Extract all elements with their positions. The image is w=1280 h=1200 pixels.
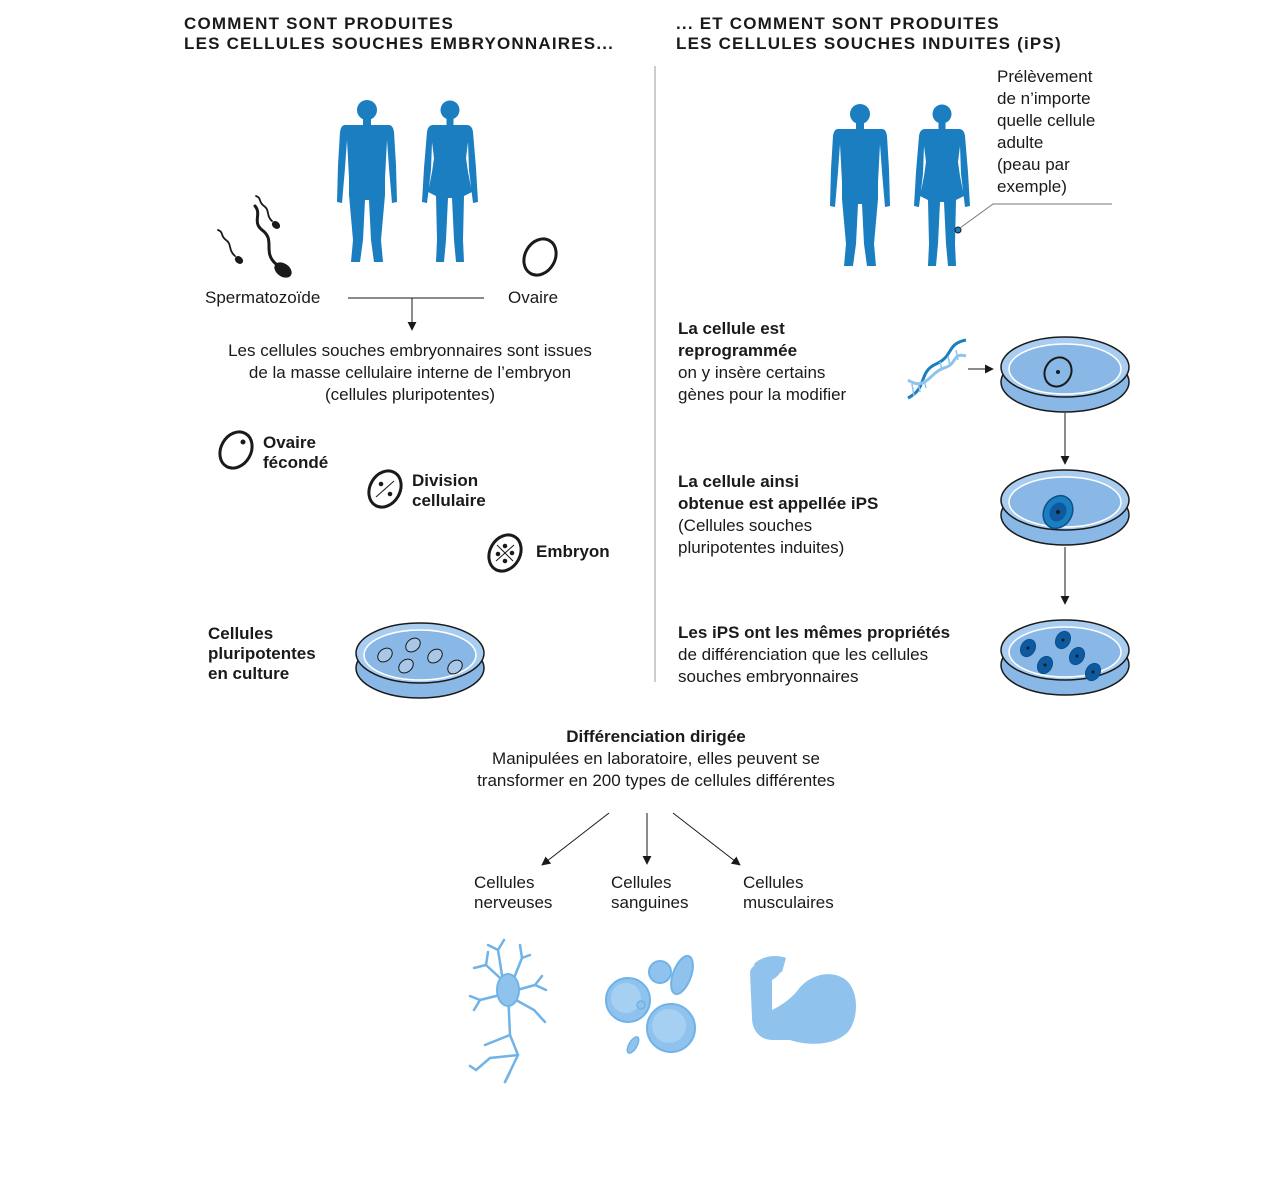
stage-division-label: Division cellulaire [412, 471, 486, 510]
cell-type-muscle: Cellules musculaires [743, 873, 834, 912]
petri-dish-ips [1000, 469, 1130, 546]
left-heading: COMMENT SONT PRODUITES LES CELLULES SOUC… [184, 14, 615, 53]
sperm-label: Spermatozoïde [205, 288, 321, 307]
cell-type-nerve: Cellules nerveuses [474, 873, 553, 912]
step3-text: Les iPS ont les mêmes propriétés de diff… [678, 623, 951, 686]
dna-icon [907, 338, 967, 400]
male-body-icon-right [830, 104, 890, 266]
cell-type-blood: Cellules sanguines [611, 873, 689, 912]
blood-cells-icon [605, 954, 696, 1054]
petri-dish-ips-multiplied [1000, 619, 1130, 696]
ovaire-label: Ovaire [508, 288, 559, 307]
petri-dish-reprogrammed [1000, 336, 1130, 413]
right-heading: ... ET COMMENT SONT PRODUITES LES CELLUL… [676, 14, 1062, 53]
step2-text: La cellule ainsi obtenue est appellée iP… [678, 472, 879, 557]
neuron-soma [496, 973, 520, 1007]
sample-label: Prélèvement de n’importe quelle cellule … [997, 67, 1096, 196]
stage-embryo-label: Embryon [536, 542, 610, 561]
embryonic-intro-text: Les cellules souches embryonnaires sont … [228, 341, 592, 404]
differentiation-block: Différenciation dirigée Manipulées en la… [356, 726, 956, 792]
neuron-icon [468, 938, 548, 1084]
sperm-icon [217, 195, 292, 278]
petri-dish-icon [355, 622, 485, 699]
muscle-arm-icon [750, 956, 856, 1044]
embryo-icon [487, 533, 523, 573]
fertilized-ovum-icon [218, 430, 254, 470]
cell-division-icon [367, 469, 403, 509]
culture-label: Cellules pluripotentes en culture [208, 624, 316, 683]
male-body-icon [337, 100, 397, 262]
step1-text: La cellule est reprogrammée on y insère … [678, 319, 847, 404]
ovum-icon [522, 237, 558, 277]
female-body-icon-right [914, 104, 970, 266]
stage-fertilized-label: Ovaire fécondé [263, 433, 329, 472]
differentiation-title: Différenciation dirigée [566, 727, 746, 746]
female-body-icon [422, 100, 478, 262]
